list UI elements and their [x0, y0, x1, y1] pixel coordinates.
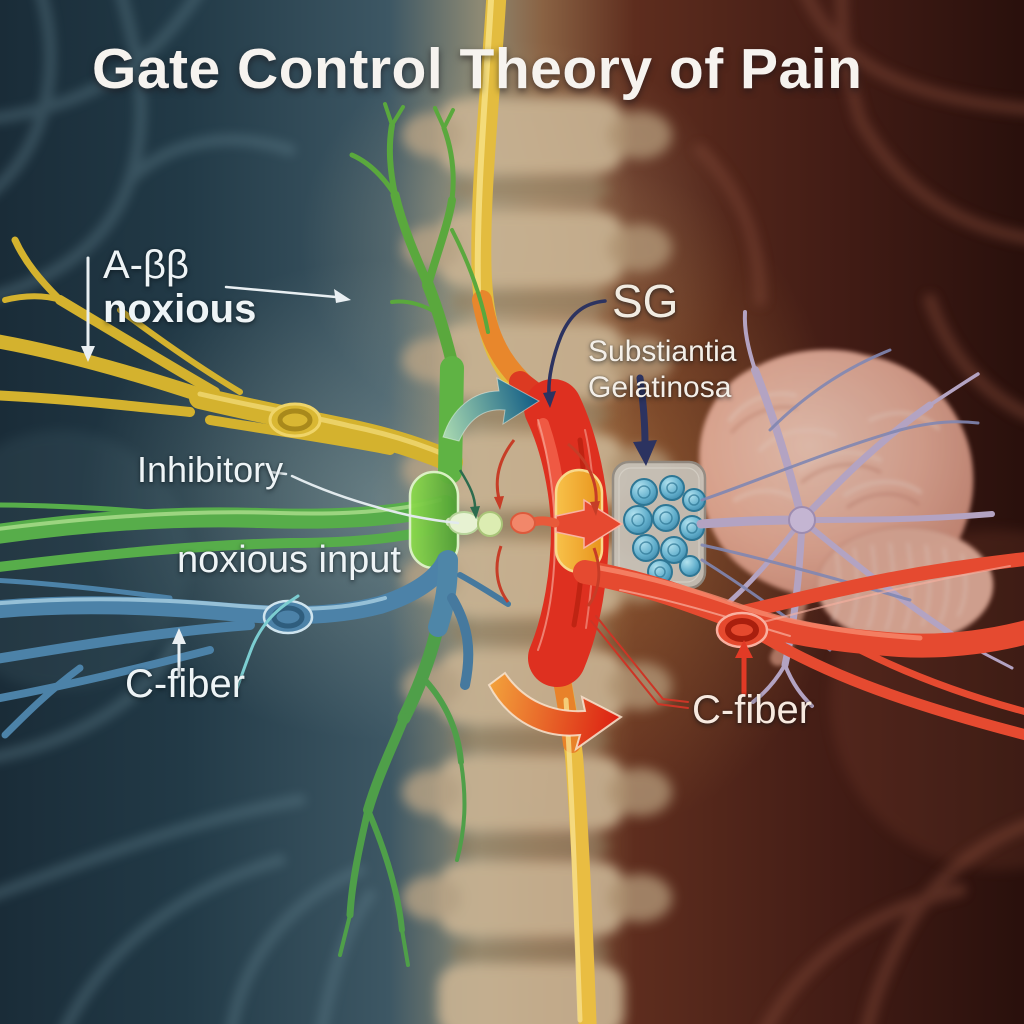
label-substantia-line2: Gelatinosa: [588, 371, 732, 404]
ascending-fibers: [573, 552, 1024, 741]
label-a-beta: A-ββ: [103, 243, 190, 287]
gate-opening-arrow: [487, 671, 623, 752]
label-substantia-gelatinosa: Substiantia Gelatinosa: [588, 334, 736, 406]
sg-cells: [623, 475, 706, 585]
c-fiber-blue: [0, 550, 511, 739]
label-inhibitory: Inhibitory: [137, 449, 284, 490]
label-substantia-line1: Substiantia: [588, 335, 737, 368]
signal-to-sg-arrow: [555, 498, 624, 550]
substantia-gelatinosa-box: [611, 460, 707, 590]
annotation-arrows: [81, 256, 753, 709]
background-network-left: [0, 0, 376, 1024]
gate-synapse: [445, 511, 560, 537]
label-noxious-input: noxious input: [177, 539, 401, 581]
label-c-fiber-right: C-fiber: [692, 688, 813, 732]
inhibitory-interneuron: [0, 102, 490, 967]
background-network-right: [693, 0, 1024, 1024]
label-noxious: noxious: [103, 287, 257, 331]
label-sg: SG: [612, 275, 679, 327]
gate-closing-arrow: [442, 377, 540, 519]
modulation-curls: [494, 439, 601, 607]
label-c-fiber-left: C-fiber: [125, 662, 246, 706]
page-title: Gate Control Theory of Pain: [92, 37, 863, 101]
a-beta-fiber: [0, 236, 463, 473]
